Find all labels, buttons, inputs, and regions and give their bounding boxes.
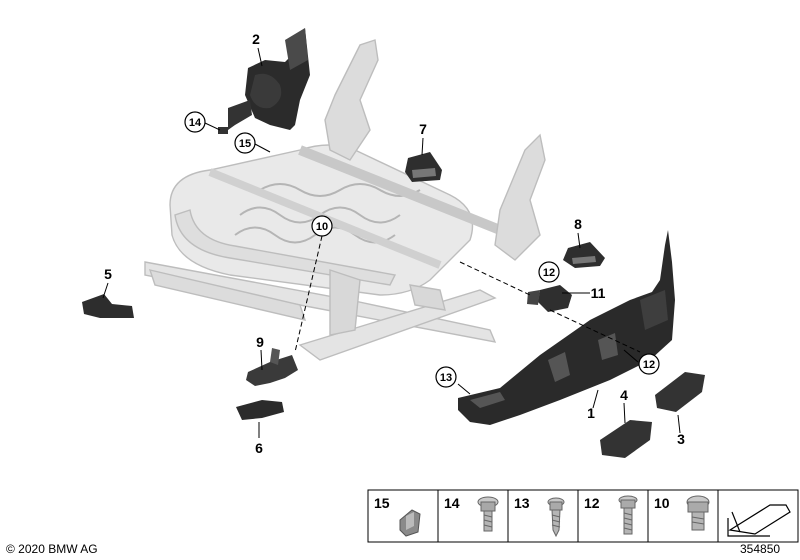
callout-12-upper: 12 — [543, 267, 555, 279]
callout-14: 14 — [189, 117, 202, 129]
part-11-clip — [527, 285, 572, 312]
callout-5: 5 — [104, 266, 112, 282]
part-7-bracket — [405, 152, 442, 182]
legend-num-13: 13 — [514, 495, 530, 511]
part-4-cap — [600, 420, 652, 458]
seat-frame — [144, 39, 546, 361]
callout-4: 4 — [620, 387, 628, 403]
callout-1: 1 — [587, 405, 595, 421]
part-5-trim — [82, 294, 134, 318]
part-1-side-panel — [458, 230, 675, 425]
legend-num-14: 14 — [444, 495, 460, 511]
arrow-box-icon — [727, 504, 791, 537]
circled-callouts — [184, 111, 660, 388]
callout-13: 13 — [440, 372, 452, 384]
callout-11: 11 — [591, 285, 606, 301]
part-14-screw — [218, 127, 228, 134]
part-9-bracket — [246, 348, 298, 386]
torx-screw-long-icon — [618, 495, 638, 535]
legend-strip: 15 14 13 12 10 — [367, 489, 799, 543]
document-number: 354850 — [740, 542, 780, 556]
part-2-recliner-cover — [228, 28, 310, 130]
part-8-bracket — [563, 242, 605, 268]
part-3-cap — [655, 372, 705, 412]
torx-screw-short-icon — [477, 496, 499, 532]
torx-screw-collar-icon — [686, 495, 710, 531]
callout-6: 6 — [255, 440, 263, 456]
copyright-text: © 2020 BMW AG — [6, 542, 98, 556]
legend-num-15: 15 — [374, 495, 390, 511]
self-tapping-screw-icon — [547, 497, 565, 538]
clip-icon — [399, 509, 421, 537]
callout-15: 15 — [239, 138, 251, 150]
part-6-cover — [236, 400, 284, 420]
callout-8: 8 — [574, 216, 582, 232]
leader-lines — [102, 47, 681, 438]
legend-num-12: 12 — [584, 495, 600, 511]
callout-2: 2 — [252, 31, 260, 47]
callout-9: 9 — [256, 334, 264, 350]
legend-num-10: 10 — [654, 495, 670, 511]
callout-7: 7 — [419, 121, 427, 137]
callout-12-lower: 12 — [643, 359, 655, 371]
callout-10: 10 — [316, 221, 328, 233]
callout-3: 3 — [677, 431, 685, 447]
